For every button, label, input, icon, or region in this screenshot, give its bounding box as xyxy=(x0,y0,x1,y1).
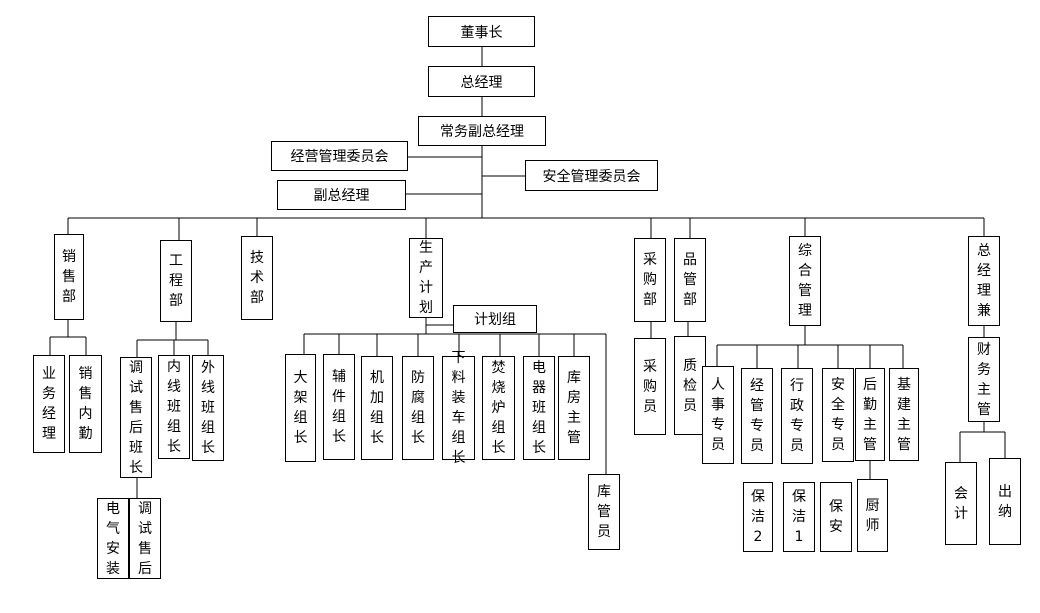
node-safety-specialist: 安全专员 xyxy=(822,368,854,462)
node-finance-supervisor: 财务主管 xyxy=(968,337,1000,422)
node-security: 保安 xyxy=(820,482,852,552)
node-cook: 厨师 xyxy=(857,479,888,552)
node-logistics-supervisor: 后勤主管 xyxy=(855,368,885,461)
node-electrical-lead: 电器班组长 xyxy=(523,356,555,460)
node-cutting-loading-lead: 下料装车组长 xyxy=(442,350,475,466)
node-warehouse-keeper: 库管员 xyxy=(588,474,620,550)
node-gm-concurrent: 总经理兼 xyxy=(968,236,1000,326)
node-anticorrosion-lead: 防腐组长 xyxy=(402,356,434,460)
node-hr-specialist: 人事专员 xyxy=(702,366,734,464)
node-safety-committee: 安全管理委员会 xyxy=(525,160,658,191)
node-inner-line-lead: 内线班组长 xyxy=(158,355,190,459)
node-admin-specialist: 行政专员 xyxy=(781,368,813,464)
node-aux-lead: 辅件组长 xyxy=(323,354,355,460)
node-business-committee: 经营管理委员会 xyxy=(271,141,408,171)
node-machining-lead: 机加组长 xyxy=(361,356,393,460)
node-production-plan: 生产计划 xyxy=(409,238,443,318)
node-ops-specialist: 经管专员 xyxy=(741,368,773,464)
node-quality-dept: 品管部 xyxy=(674,238,706,322)
node-cleaner-2: 保洁2 xyxy=(743,482,773,552)
node-frame-lead: 大架组长 xyxy=(285,354,316,462)
node-construction-supervisor: 基建主管 xyxy=(889,368,919,461)
node-chairman: 董事长 xyxy=(428,16,535,47)
node-tech-dept: 技术部 xyxy=(241,236,273,320)
node-general-manager: 总经理 xyxy=(428,66,535,97)
node-accountant: 会计 xyxy=(945,462,977,545)
node-cleaner-1: 保洁1 xyxy=(783,482,815,552)
node-warehouse-supervisor: 库房主管 xyxy=(558,356,590,460)
node-purchase-dept: 采购部 xyxy=(634,238,666,322)
node-sales-internal: 销售内勤 xyxy=(69,355,102,453)
node-plan-group: 计划组 xyxy=(453,305,537,333)
node-cashier: 出纳 xyxy=(989,458,1021,545)
node-incinerator-lead: 焚烧炉组长 xyxy=(482,356,515,460)
node-general-management: 综合管理 xyxy=(789,236,821,326)
node-purchaser: 采购员 xyxy=(634,338,666,435)
node-vice-gm: 副总经理 xyxy=(277,180,406,210)
node-outer-line-lead: 外线班组长 xyxy=(192,355,224,461)
node-electrical-install: 电气安装 xyxy=(97,498,129,579)
node-engineering-dept: 工程部 xyxy=(160,240,192,322)
node-sales-dept: 销售部 xyxy=(54,234,84,320)
node-sales-manager: 业务经理 xyxy=(33,355,65,453)
node-debug-aftersales: 调试售后 xyxy=(129,498,161,579)
node-executive-vice-gm: 常务副总经理 xyxy=(418,116,546,146)
node-debug-aftersales-lead: 调试售后班长 xyxy=(120,357,152,478)
